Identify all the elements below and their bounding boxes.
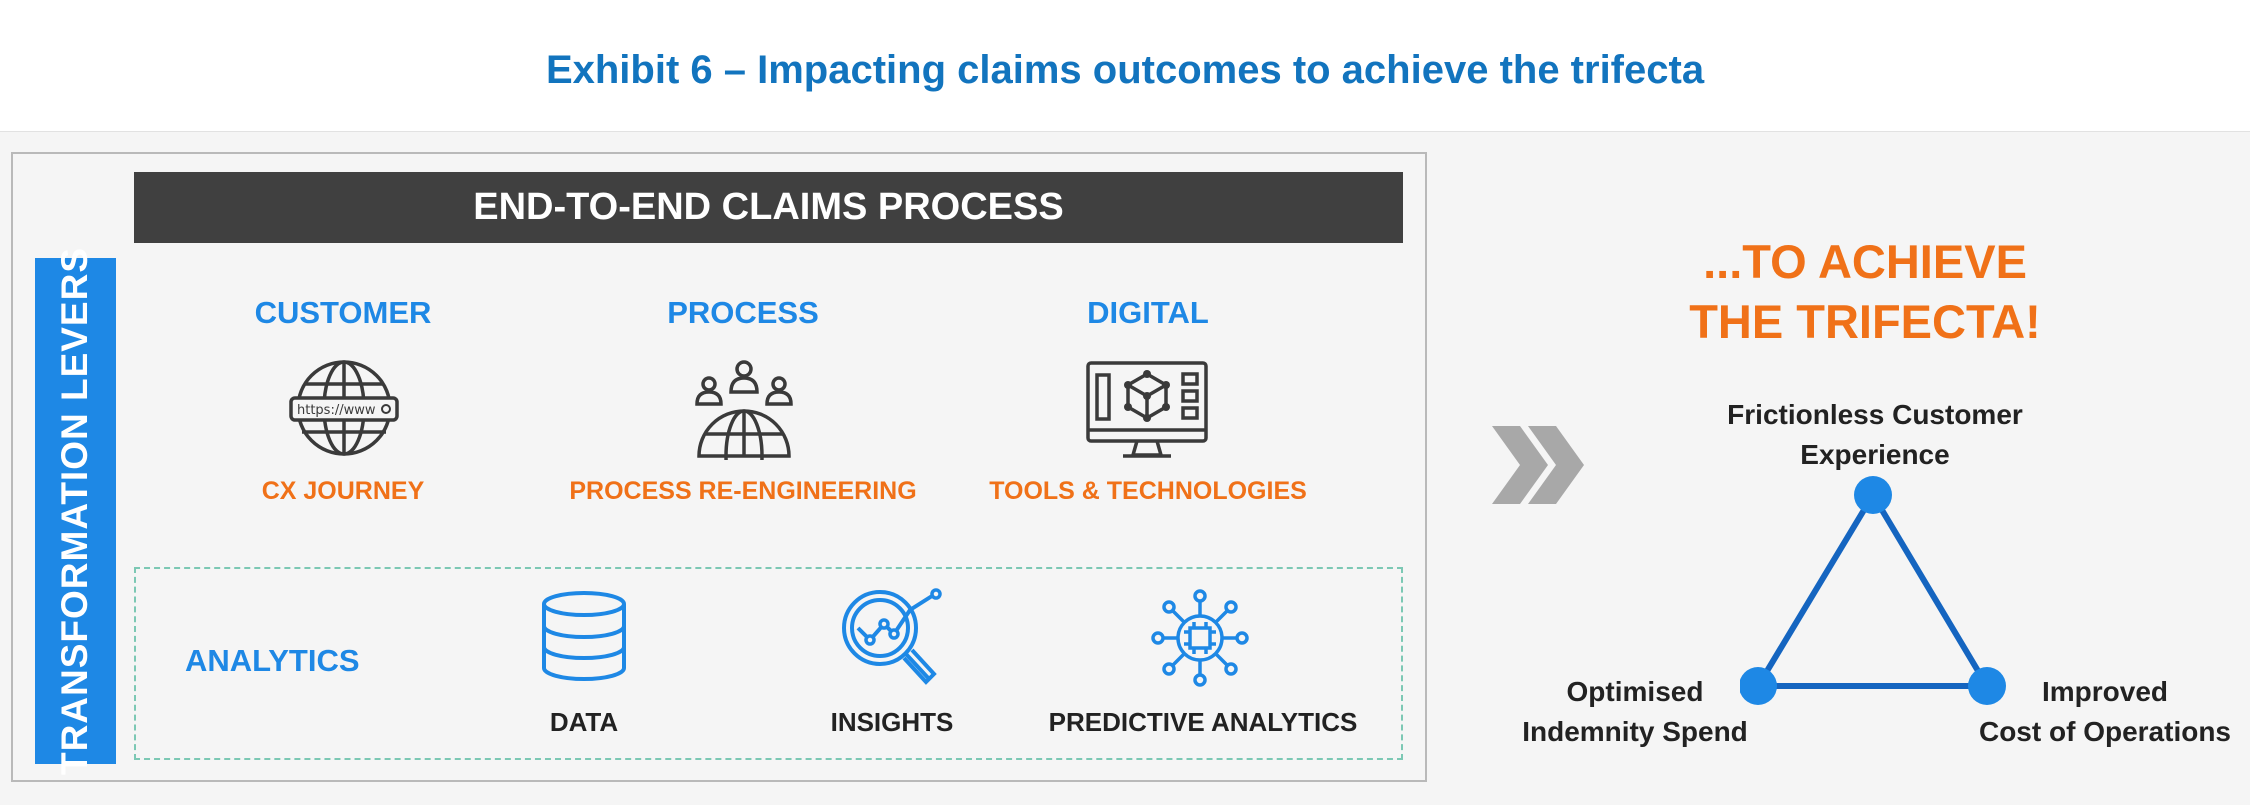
lever-digital-title: DIGITAL	[1087, 295, 1209, 330]
trifecta-heading: ...TO ACHIEVE THE TRIFECTA!	[1640, 232, 2090, 352]
transformation-levers-bar: TRANSFORMATION LEVERS	[35, 247, 116, 775]
globe-url-text: https://www	[297, 403, 376, 418]
triangle-outline	[1752, 489, 1993, 689]
analytics-insights-label: INSIGHTS	[830, 707, 954, 737]
trifecta-heading-line2: THE TRIFECTA!	[1689, 295, 2041, 348]
trifecta-right-label: Improved Cost of Operations	[1970, 672, 2240, 752]
claims-process-frame	[11, 152, 1427, 782]
trifecta-right-line2: Cost of Operations	[1978, 716, 2231, 747]
triangle-node-right	[1968, 667, 2006, 705]
transformation-levers-label: TRANSFORMATION LEVERS	[54, 246, 96, 776]
trifecta-left-label: Optimised Indemnity Spend	[1500, 672, 1770, 752]
lever-customer-title: CUSTOMER	[254, 295, 432, 330]
magnifier-chart-icon	[842, 588, 942, 685]
trifecta-top-label: Frictionless Customer Experience	[1675, 395, 2075, 475]
trifecta-top-line2: Experience	[1800, 439, 1950, 470]
people-globe-icon	[695, 360, 793, 460]
trifecta-triangle	[1740, 476, 2006, 705]
chip-network-icon	[1151, 589, 1249, 687]
analytics-predictive-label: PREDICTIVE ANALYTICS	[1048, 707, 1358, 737]
double-chevron-icon	[1492, 426, 1584, 504]
trifecta-right-line1: Improved	[2041, 676, 2169, 707]
analytics-label: ANALYTICS	[185, 643, 360, 678]
lever-customer-subtitle: CX JOURNEY	[261, 477, 425, 505]
claims-process-header: END-TO-END CLAIMS PROCESS	[134, 172, 1403, 243]
trifecta-top-line1: Frictionless Customer	[1727, 399, 2023, 430]
exhibit-title: Exhibit 6 – Impacting claims outcomes to…	[545, 48, 1705, 92]
triangle-node-left	[1740, 667, 1777, 705]
analytics-data-label: DATA	[549, 707, 619, 737]
database-icon	[542, 591, 626, 681]
analytics-section	[134, 567, 1403, 760]
lever-process-title: PROCESS	[667, 295, 819, 330]
monitor-cube-icon	[1086, 361, 1208, 458]
trifecta-heading-line1: ...TO ACHIEVE	[1703, 235, 2027, 288]
lever-digital-subtitle: TOOLS & TECHNOLOGIES	[989, 477, 1307, 505]
claims-process-header-label: END-TO-END CLAIMS PROCESS	[473, 186, 1064, 228]
trifecta-left-line2: Indemnity Spend	[1522, 716, 1748, 747]
triangle-node-top	[1854, 476, 1892, 514]
lever-process-subtitle: PROCESS RE-ENGINEERING	[569, 477, 917, 505]
trifecta-left-line1: Optimised	[1566, 676, 1704, 707]
globe-url-icon: https://www	[289, 360, 399, 456]
